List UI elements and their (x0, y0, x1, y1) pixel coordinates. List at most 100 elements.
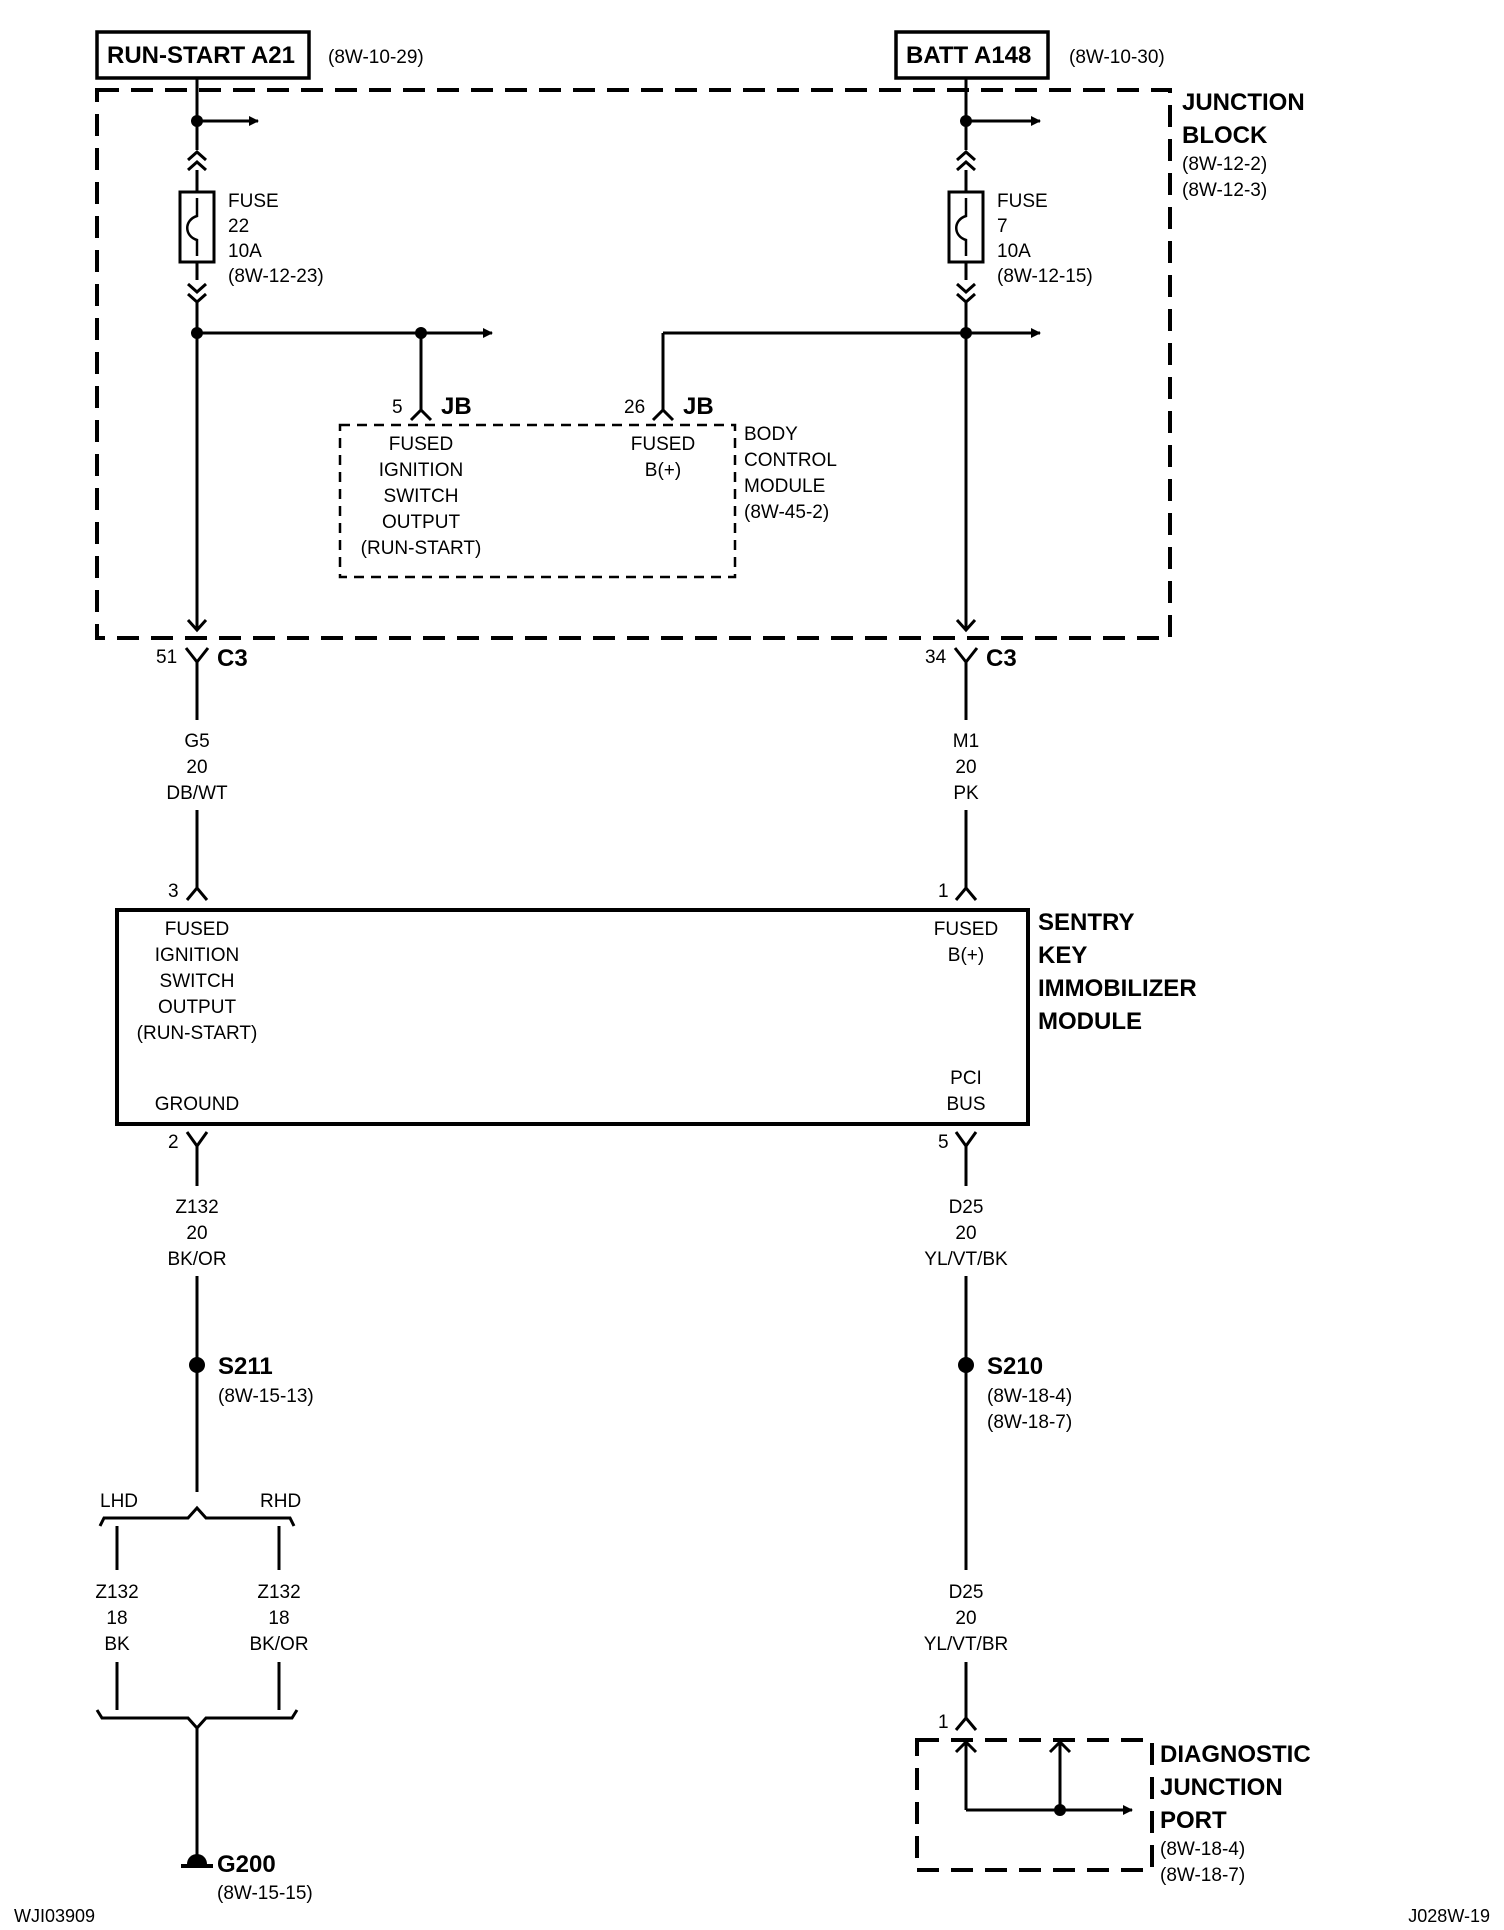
bcm-name-4: (8W-45-2) (744, 502, 829, 523)
wire-g5-gauge: 20 (186, 757, 207, 778)
djp-label: DIAGNOSTIC JUNCTION PORT (8W-18-4) (8W-1… (1160, 1741, 1311, 1886)
c3-right-conn: C3 (986, 645, 1017, 672)
variant-lhd-label: LHD (100, 1491, 138, 1512)
fuse-22-line-1: FUSE (228, 191, 279, 212)
right-feed (651, 78, 1041, 633)
fuse-22 (178, 190, 216, 264)
djp-pin-num: 1 (938, 1712, 949, 1733)
djp-junction-dot (1054, 1804, 1066, 1816)
wire-d25-bottom-gauge: 20 (955, 1608, 976, 1629)
djp-name-3: PORT (1160, 1807, 1227, 1834)
skim-pin-5-func-1: PCI (950, 1068, 982, 1089)
wire-z132-rhd: Z132 18 BK/OR (249, 1526, 309, 1710)
variant-rhd-label: RHD (260, 1491, 301, 1512)
wire-z132-top-gauge: 20 (186, 1223, 207, 1244)
left-mid-junction-dot (191, 327, 203, 339)
skim-pin-1-func-1: FUSED (934, 919, 998, 940)
bcm-name-3: MODULE (744, 476, 825, 497)
ground-g200-name: G200 (217, 1851, 276, 1878)
splice-s210-name: S210 (987, 1353, 1043, 1380)
skim-pin-1-num: 1 (938, 881, 949, 902)
wire-z132-rhd-circuit: Z132 (257, 1582, 300, 1603)
bcm-pin-26-func-2: B(+) (645, 460, 681, 481)
fuse-7-line-4: (8W-12-15) (997, 266, 1093, 287)
footer-left-code: WJI03909 (14, 1906, 95, 1926)
wire-g5-circuit: G5 (184, 731, 209, 752)
skim-label: SENTRY KEY IMMOBILIZER MODULE (1038, 909, 1197, 1035)
wire-z132-top-color: BK/OR (167, 1249, 226, 1270)
bcm-feed-junction-dot (415, 327, 427, 339)
bcm-label: BODY CONTROL MODULE (8W-45-2) (744, 424, 837, 523)
wire-m1-color: PK (953, 783, 979, 804)
fuse-22-label: FUSE 22 10A (8W-12-23) (228, 191, 324, 287)
fuse-22-line-4: (8W-12-23) (228, 266, 324, 287)
wire-d25-bottom-circuit: D25 (949, 1582, 984, 1603)
djp-name-2: JUNCTION (1160, 1774, 1283, 1801)
junction-block-ref-1: (8W-12-2) (1182, 154, 1267, 175)
djp-ref-2: (8W-18-7) (1160, 1865, 1245, 1886)
wire-d25-top-color: YL/VT/BK (924, 1249, 1008, 1270)
c3-left-conn: C3 (217, 645, 248, 672)
left-feed (186, 78, 493, 633)
splice-s210-ref-2: (8W-18-7) (987, 1412, 1072, 1433)
junction-block-outline (95, 88, 1172, 640)
splice-s211-name: S211 (218, 1353, 273, 1380)
bcm-pin-26-conn: JB (683, 393, 714, 420)
splice-s210-ref-1: (8W-18-4) (987, 1386, 1072, 1407)
junction-block-name-2: BLOCK (1182, 122, 1268, 149)
bcm-pin-26-num: 26 (624, 397, 645, 418)
bcm-pin-5-num: 5 (392, 397, 403, 418)
wire-z132-rhd-gauge: 18 (268, 1608, 289, 1629)
skim-pin-3-func-2: IGNITION (155, 945, 239, 966)
splice-s211-ref: (8W-15-13) (218, 1386, 314, 1407)
wire-z132-lhd: Z132 18 BK (95, 1526, 139, 1710)
bcm-pin-26: 26 JB FUSED B(+) (624, 393, 714, 481)
junction-block-ref-2: (8W-12-3) (1182, 180, 1267, 201)
skim-pin-2: GROUND 2 (155, 1094, 239, 1153)
skim-pin-2-num: 2 (168, 1132, 179, 1153)
bcm-pin-26-func-1: FUSED (631, 434, 695, 455)
left-top-junction-dot (191, 115, 203, 127)
wire-d25-top: D25 20 YL/VT/BK (924, 1131, 1008, 1570)
c3-left-num: 51 (156, 647, 177, 668)
fuse-7-line-1: FUSE (997, 191, 1048, 212)
ground-g200-ref: (8W-15-15) (217, 1883, 313, 1904)
fuse-7 (947, 190, 985, 264)
wire-d25-top-gauge: 20 (955, 1223, 976, 1244)
skim-pin-1: 1 FUSED B(+) (934, 881, 998, 966)
wire-g5: G5 20 DB/WT (166, 662, 228, 901)
wire-z132-top: Z132 20 BK/OR (167, 1131, 227, 1492)
skim-pin-3-func-1: FUSED (165, 919, 229, 940)
run-start-ref: (8W-10-29) (328, 47, 424, 68)
bcm-pin-5-func-3: SWITCH (384, 486, 459, 507)
wire-z132-top-circuit: Z132 (175, 1197, 218, 1218)
skim-pin-2-func: GROUND (155, 1094, 239, 1115)
junction-block-label: JUNCTION BLOCK (8W-12-2) (8W-12-3) (1182, 89, 1305, 201)
right-top-junction-dot (960, 115, 972, 127)
footer-right-code: J028W-19 (1408, 1906, 1490, 1926)
djp-ref-1: (8W-18-4) (1160, 1839, 1245, 1860)
skim-pin-3: 3 FUSED IGNITION SWITCH OUTPUT (RUN-STAR… (137, 881, 258, 1044)
splice-s210: S210 (8W-18-4) (8W-18-7) (958, 1353, 1072, 1433)
batt-ref: (8W-10-30) (1069, 47, 1165, 68)
skim-name-2: KEY (1038, 942, 1087, 969)
c3-right-num: 34 (925, 647, 947, 668)
c3-right-connector: 34 C3 (925, 645, 1017, 672)
skim-pin-3-num: 3 (168, 881, 179, 902)
wire-m1-gauge: 20 (955, 757, 976, 778)
batt-source: BATT A148 (8W-10-30) (894, 30, 1165, 80)
bcm-name-1: BODY (744, 424, 798, 445)
wire-d25-top-circuit: D25 (949, 1197, 984, 1218)
bcm-pin-5-conn: JB (441, 393, 472, 420)
wire-g5-color: DB/WT (166, 783, 228, 804)
djp-name-1: DIAGNOSTIC (1160, 1741, 1311, 1768)
wire-m1: M1 20 PK (953, 662, 979, 901)
bcm-pin-5-func-2: IGNITION (379, 460, 463, 481)
batt-label: BATT A148 (906, 42, 1031, 69)
c3-left-connector: 51 C3 (156, 645, 248, 672)
bcm-pin-5-func-1: FUSED (389, 434, 453, 455)
fuse-7-line-3: 10A (997, 241, 1031, 262)
skim-name-4: MODULE (1038, 1008, 1142, 1035)
fuse-22-line-2: 22 (228, 216, 249, 237)
